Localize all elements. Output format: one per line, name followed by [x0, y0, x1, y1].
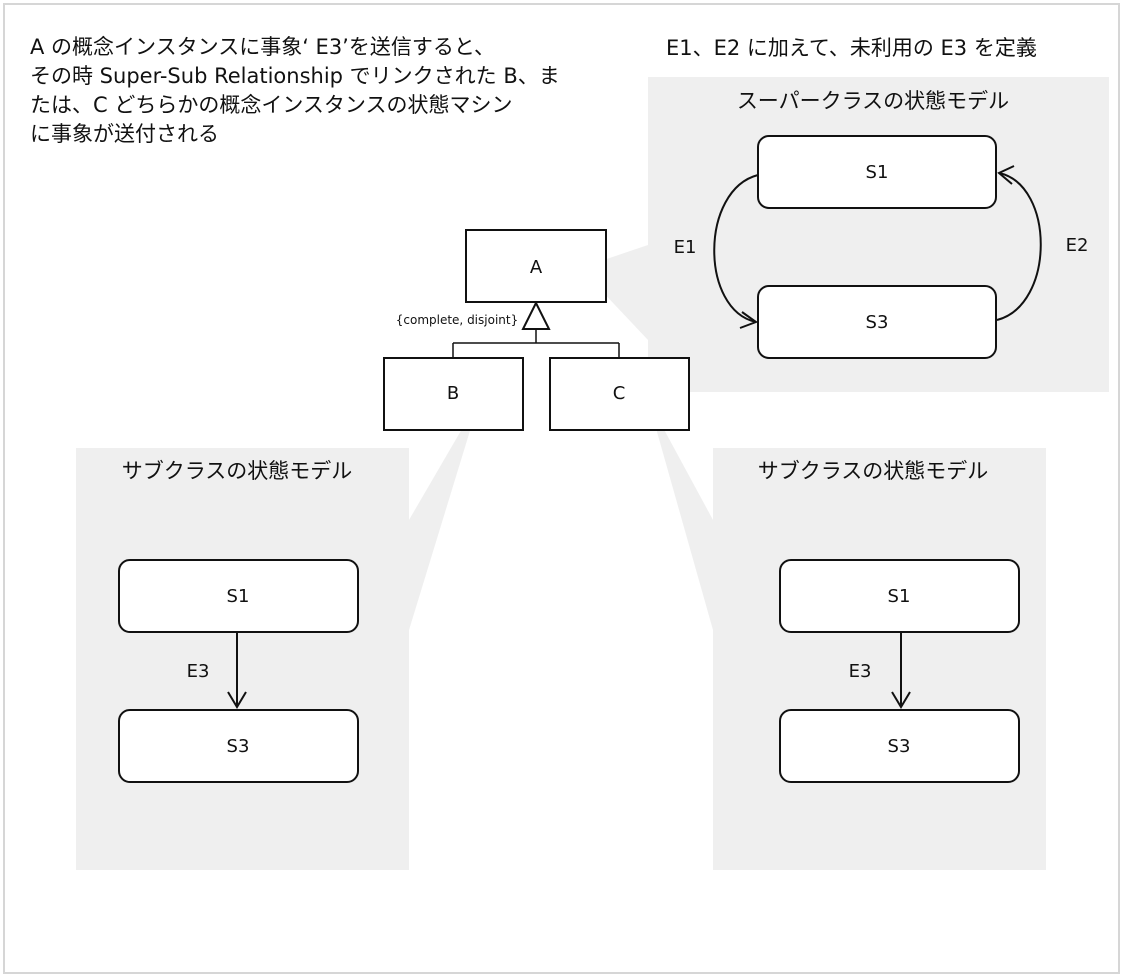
- sub-c-state-s1: [779, 559, 1020, 633]
- transition-e2-arrow: [996, 172, 1042, 321]
- class-hierarchy: A {complete, disjoint} B C: [383, 229, 690, 431]
- sub-b-panel-callout: [409, 398, 480, 630]
- sub-b-transition-e3-arrowhead: [227, 691, 247, 709]
- class-c-label: C: [613, 383, 626, 404]
- sub-b-state-s3-label: S3: [227, 736, 250, 757]
- super-state-s1-label: S1: [866, 162, 889, 183]
- class-b-box: [383, 357, 524, 431]
- super-state-model-panel: スーパークラスの状態モデル S1 S3 E1 E2: [580, 77, 1109, 392]
- note-left-line-2: その時 Super-Sub Relationship でリンクされた B、ま: [30, 64, 560, 88]
- sub-c-state-s3-label: S3: [888, 736, 911, 757]
- sub-c-panel-callout: [648, 400, 713, 630]
- note-right: E1、E2 に加えて、未利用の E3 を定義: [666, 36, 1037, 60]
- sub-b-state-s1: [118, 559, 359, 633]
- sub-b-transition-e3-label: E3: [187, 661, 210, 682]
- sub-b-state-s1-label: S1: [227, 586, 250, 607]
- class-c-box: [549, 357, 690, 431]
- note-left-line-3: たは、C どちらかの概念インスタンスの状態マシン: [30, 93, 513, 117]
- sub-c-state-s3: [779, 709, 1020, 783]
- transition-e1-arrowhead: [739, 311, 759, 329]
- sub-b-state-model-panel: サブクラスの状態モデル S1 E3 S3: [76, 398, 480, 870]
- generalization-triangle: [521, 300, 551, 330]
- sub-c-transition-e3-arrowhead: [891, 691, 911, 709]
- super-state-s3-label: S3: [866, 312, 889, 333]
- sub-b-panel-title: サブクラスの状態モデル: [122, 459, 353, 483]
- note-left: A の概念インスタンスに事象‘ E3’を送信すると、 その時 Super-Sub…: [30, 33, 560, 149]
- sub-c-state-model-panel: サブクラスの状態モデル S1 E3 S3: [648, 400, 1046, 870]
- class-a-box: [465, 229, 607, 303]
- class-a-label: A: [530, 257, 543, 278]
- transition-e1-arrow: [713, 174, 759, 323]
- diagram-frame: [3, 3, 1120, 974]
- note-left-line-1: A の概念インスタンスに事象‘ E3’を送信すると、: [30, 35, 496, 59]
- super-panel-title: スーパークラスの状態モデル: [737, 89, 1009, 113]
- transition-e2-arrowhead: [997, 165, 1015, 185]
- sub-c-panel-background: [713, 448, 1046, 870]
- sub-c-state-s1-label: S1: [888, 586, 911, 607]
- super-state-s1: [757, 135, 997, 209]
- transition-e1-label: E1: [674, 237, 697, 258]
- sub-c-panel-title: サブクラスの状態モデル: [758, 459, 989, 483]
- sub-c-transition-e3-label: E3: [849, 661, 872, 682]
- sub-b-panel-background: [76, 448, 409, 870]
- generalization-constraint: {complete, disjoint}: [396, 313, 518, 327]
- transition-e2-label: E2: [1066, 235, 1089, 256]
- class-b-label: B: [447, 383, 459, 404]
- super-state-s3: [757, 285, 997, 359]
- sub-b-state-s3: [118, 709, 359, 783]
- note-left-line-4: に事象が送付される: [30, 122, 219, 146]
